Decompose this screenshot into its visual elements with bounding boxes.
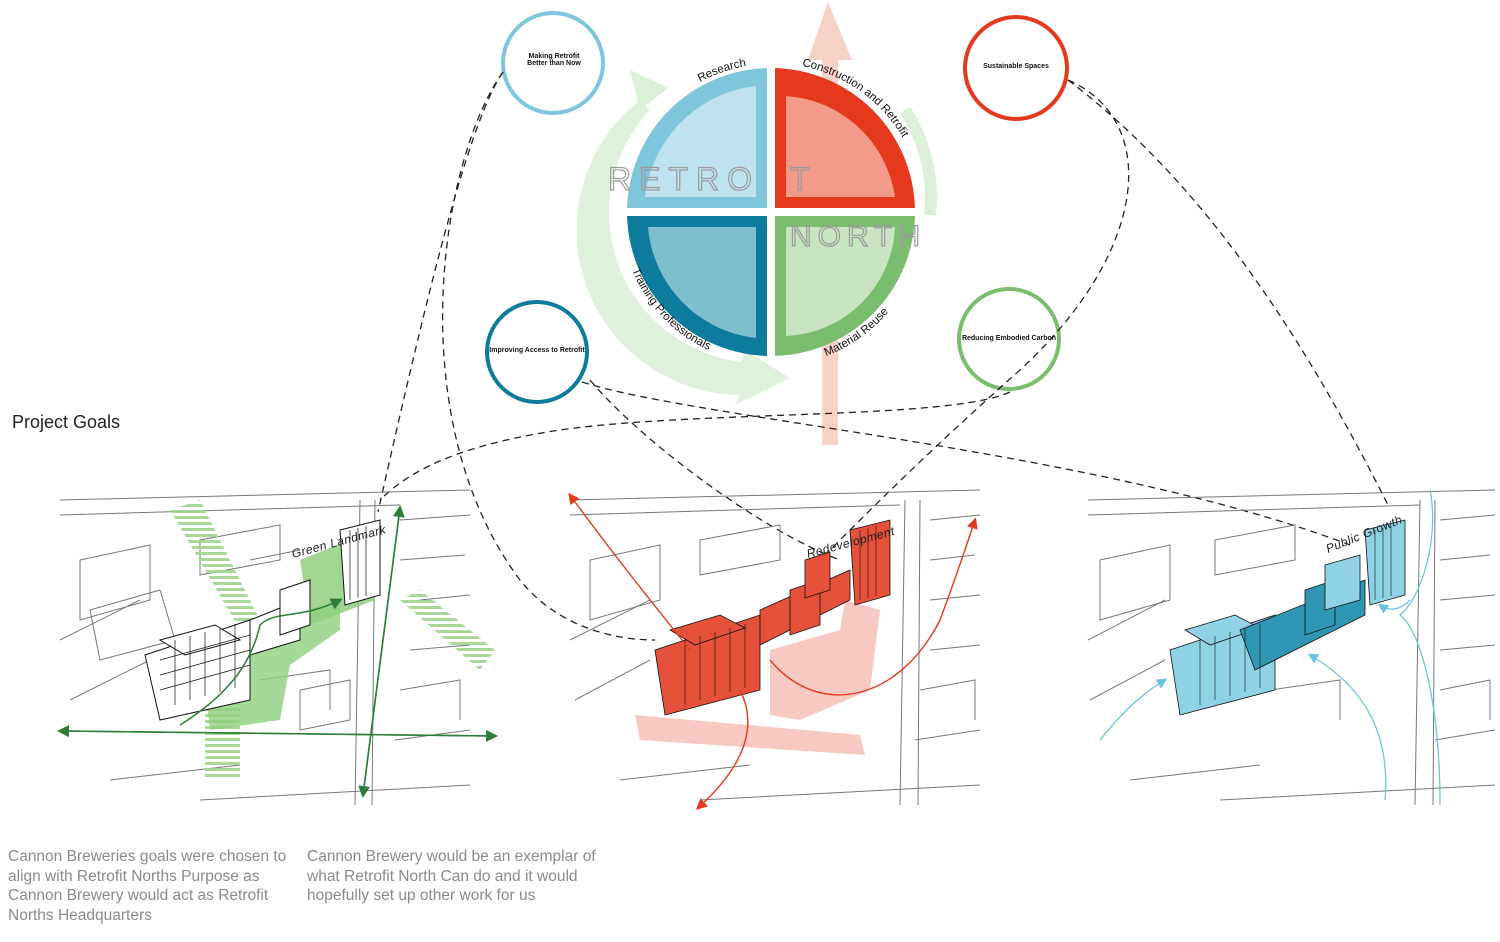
goal-label-making-retrofit: Making Retrofit Better than Now <box>527 53 581 67</box>
site-panel-blue: Public Growth <box>1087 489 1496 806</box>
goal-label-sustainable-spaces: Sustainable Spaces <box>983 63 1049 70</box>
quadrant-material-inner <box>786 227 895 336</box>
page-title: Project Goals <box>12 412 121 432</box>
wheel-watermark-top-end: T <box>790 161 810 197</box>
wheel-green-cycle-arrow <box>576 100 790 405</box>
retrofit-wheel: RETRO T NORTH Research Construction and … <box>576 2 937 445</box>
wheel-green-cycle-arrow-top <box>630 70 668 110</box>
goal-label-improving-access: Improving Access to Retrofit <box>489 347 585 354</box>
site-panel-green: Green Landmark <box>57 489 498 806</box>
goal-circle-reducing-carbon <box>957 287 1061 391</box>
goal-circles <box>485 11 1069 404</box>
wheel-green-ring <box>899 106 937 216</box>
paragraph-exemplar: Cannon Brewery would be an exemplar of w… <box>307 848 596 904</box>
quadrant-training-inner <box>648 227 756 338</box>
wheel-watermark-top: RETRO <box>608 161 760 197</box>
dashed-connectors <box>377 71 1389 641</box>
goal-circle-making-retrofit <box>501 11 605 115</box>
goal-label-reducing-carbon: Reducing Embodied Carbon <box>961 335 1057 342</box>
site-panel-red: Redevelopment <box>568 489 981 810</box>
wheel-watermark-bottom: NORTH <box>790 220 926 253</box>
paragraph-goals: Cannon Breweries goals were chosen to al… <box>8 848 287 924</box>
quadrant-construction-inner <box>786 96 895 197</box>
quadrant-research-inner <box>645 86 756 197</box>
goal-circle-improving-access <box>485 300 589 404</box>
goal-circle-sustainable-spaces <box>963 15 1069 121</box>
